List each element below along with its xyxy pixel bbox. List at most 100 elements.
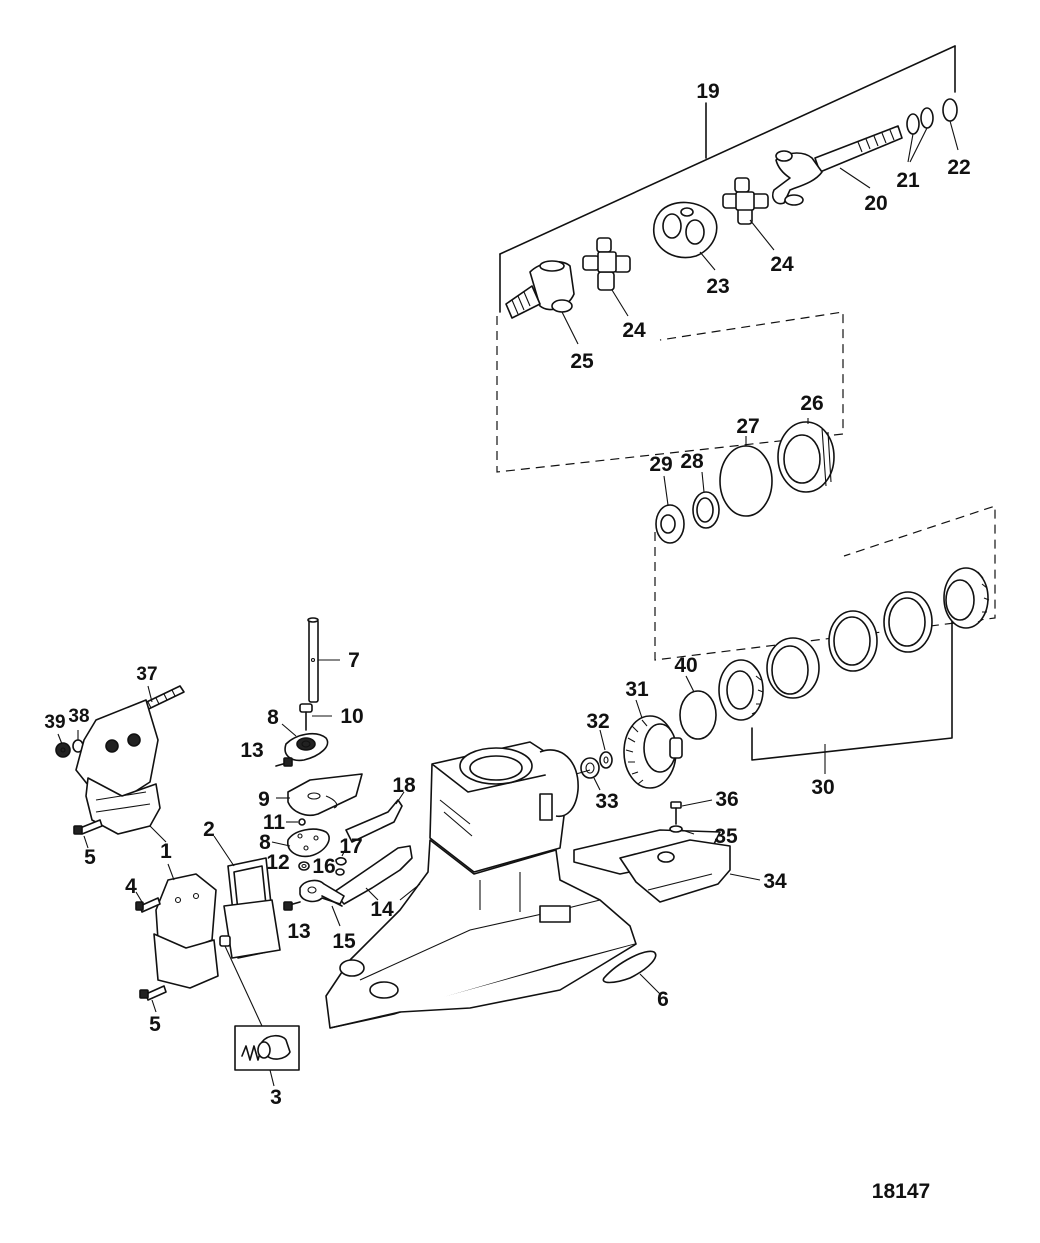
callout-9: 9 [258,788,270,811]
callout-25: 25 [570,350,594,373]
callout-20: 20 [864,192,887,215]
shift-plate-part [287,773,363,817]
callout-22: 22 [947,156,970,179]
callout-35: 35 [714,825,738,848]
bearing-cup-part [777,421,835,493]
shift-cam-part [287,828,330,858]
callout-24-lower: 24 [622,319,646,342]
callout-13-upper: 13 [240,739,263,762]
callout-15: 15 [332,930,356,953]
o-ring-part [679,690,717,740]
snap-ring-part [906,113,920,135]
callout-27: 27 [736,415,759,438]
u-joint-cross-lower-part [582,237,631,291]
callout-2: 2 [203,818,215,841]
shift-cam-part [284,732,329,762]
screw-part [283,901,301,911]
anode-part [602,950,657,984]
callout-6: 6 [657,988,669,1011]
screw-part [275,757,293,767]
tapered-bearing-upper-part [943,567,990,629]
screw-part [670,801,682,825]
pinion-gear-part [623,715,683,789]
callout-23: 23 [706,275,729,298]
callout-37: 37 [136,664,157,685]
callout-7: 7 [348,649,360,672]
driveshaft-assembly [499,45,959,345]
callout-31: 31 [625,678,649,701]
shift-link-part [345,799,403,843]
bolt-part [299,703,313,731]
callout-8-lower: 8 [259,831,271,854]
clip-part [335,857,347,866]
callout-33: 33 [595,790,618,813]
shift-lever-part [333,845,413,905]
callout-26: 26 [800,392,823,415]
pin-part [219,935,231,947]
callout-36: 36 [715,788,738,811]
shift-shaft-part [307,617,319,703]
washer-part [298,861,310,871]
input-yoke-part [505,260,575,319]
screw-part [73,819,103,835]
drawing-number: 18147 [872,1180,930,1203]
callout-5-lower: 5 [149,1013,161,1036]
callout-19: 19 [696,80,719,103]
bearing-cup-part [766,637,820,699]
callout-labels: 1 2 3 4 5 5 6 7 8 8 9 10 11 12 13 13 14 … [44,80,970,1109]
callout-40: 40 [674,654,697,677]
callout-1: 1 [160,840,172,863]
callout-38: 38 [68,706,89,727]
bearing-seal-group [655,418,835,544]
retainer-part [335,868,345,876]
screw-part [139,985,167,1001]
callout-5-upper: 5 [84,846,96,869]
pin-part [298,818,306,826]
tapered-bearing-lower-part [718,659,764,721]
callout-24-upper: 24 [770,253,794,276]
callout-8-upper: 8 [267,706,279,729]
callout-29: 29 [649,453,672,476]
callout-13-lower: 13 [287,920,310,943]
callout-10: 10 [340,705,363,728]
alignment-guide-lower [654,505,996,661]
callout-21: 21 [896,169,920,192]
callout-4: 4 [125,875,137,898]
trim-plate-part [573,829,731,903]
screw-part [135,897,161,913]
callout-34: 34 [763,870,787,893]
bearing-race-part [828,610,878,672]
snap-ring-part [920,107,934,129]
callout-11: 11 [263,811,286,834]
gasket-part [223,857,281,959]
callout-14: 14 [370,898,394,921]
callout-28: 28 [680,450,704,473]
shift-crank-part [299,879,345,907]
callout-17: 17 [339,835,362,858]
gear-housing-part [325,741,637,1029]
callout-18: 18 [392,774,416,797]
callout-39: 39 [44,712,65,733]
callout-30: 30 [811,776,834,799]
callout-3: 3 [270,1086,282,1109]
seal-part [692,491,720,529]
spring-kit-part [234,1025,300,1071]
o-ring-part [719,445,773,517]
retaining-ring-part [942,98,958,122]
callout-16: 16 [312,855,335,878]
gear-bearing-group [580,567,990,791]
mount-bracket-upper-part [75,699,161,835]
bearing-race-part [883,591,933,653]
washer-part [599,751,613,769]
u-joint-cross-upper-part [722,177,769,225]
center-yoke-part [652,201,718,259]
washer-part [655,504,685,544]
mount-bracket-lower-part [153,873,219,989]
callout-32: 32 [586,710,609,733]
drive-shaft-part [771,125,903,206]
shift-mechanism-group [271,617,413,927]
callout-12: 12 [266,851,289,874]
nut-part [55,742,71,758]
